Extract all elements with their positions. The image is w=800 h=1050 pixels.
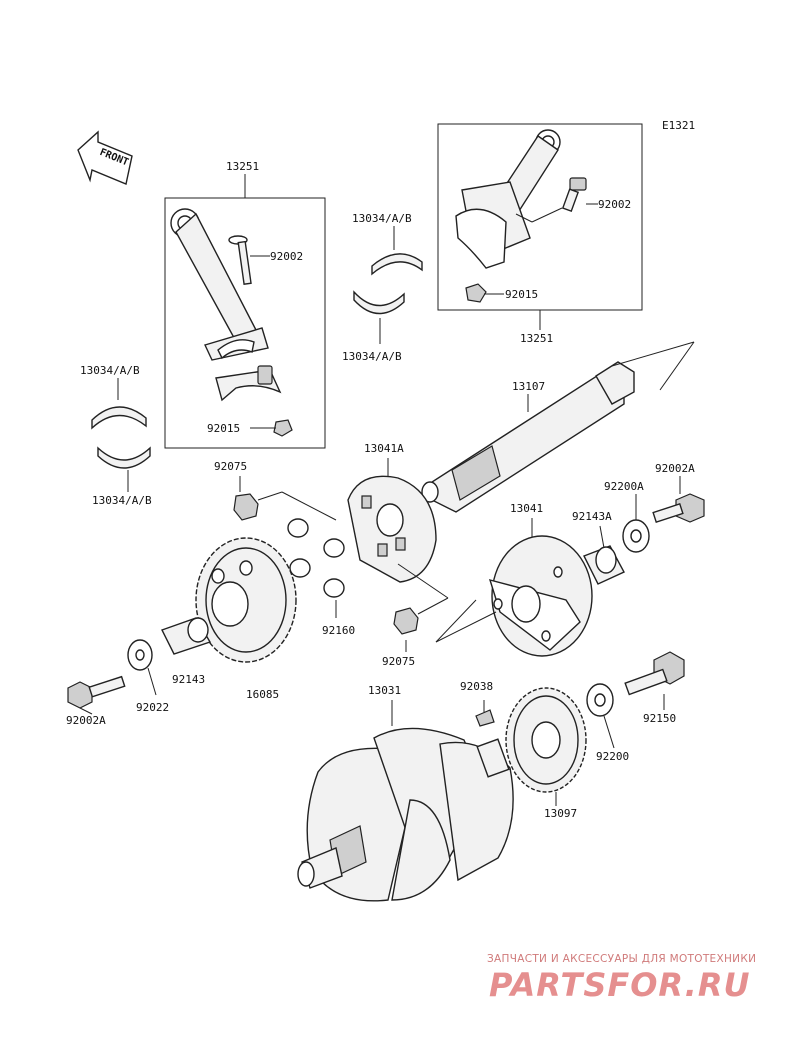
damper-92160 <box>287 518 345 598</box>
balancer-gear-13041 <box>488 535 593 657</box>
label-gear-92075-bottom: 92075 <box>382 655 415 668</box>
label-nut-right: 92015 <box>505 288 538 301</box>
bearing-left-lower <box>97 446 151 469</box>
collar-92143 <box>161 617 212 655</box>
diagram-code: E1321 <box>662 119 695 132</box>
label-bearing-left-lower: 13034/A/B <box>92 494 152 507</box>
label-bolt-92150: 92150 <box>643 712 676 725</box>
bolt-92002a-left <box>67 675 126 709</box>
label-washer-92022: 92022 <box>136 701 169 714</box>
label-bolt-92002a-left: 92002A <box>66 714 106 727</box>
label-conrod-left: 13251 <box>226 160 259 173</box>
washer-92022 <box>127 639 153 671</box>
label-collar-92143a: 92143A <box>572 510 612 523</box>
label-balancer-gear-a: 13041A <box>364 442 404 455</box>
bearing-top-upper <box>371 253 423 276</box>
label-key-92038: 92038 <box>460 680 493 693</box>
label-crankshaft: 13031 <box>368 684 401 697</box>
label-washer-92200a: 92200A <box>604 480 644 493</box>
bolt-left <box>228 235 252 285</box>
connecting-rod-left <box>170 208 269 361</box>
label-bearing-top-lower: 13034/A/B <box>342 350 402 363</box>
label-collar-92143: 92143 <box>172 673 205 686</box>
front-arrow-icon: FRONT <box>77 130 133 185</box>
washer-92200a <box>622 519 650 553</box>
label-gear-92075-top: 92075 <box>214 460 247 473</box>
label-nut-left: 92015 <box>207 422 240 435</box>
label-washer-92200: 92200 <box>596 750 629 763</box>
connecting-rod-right <box>455 129 561 269</box>
label-balancer-gear: 13041 <box>510 502 543 515</box>
key-92038 <box>475 709 495 727</box>
watermark-brand: PARTSFOR.RU <box>489 966 750 1004</box>
label-bearing-top-upper: 13034/A/B <box>352 212 412 225</box>
label-bolt-right: 92002 <box>598 198 631 211</box>
gear-92075-top <box>233 493 259 521</box>
crankshaft <box>297 727 514 902</box>
label-gear-16085: 16085 <box>246 688 279 701</box>
washer-92200 <box>586 683 614 717</box>
bolt-92002a-right <box>652 493 705 523</box>
collar-92143a <box>583 545 625 585</box>
label-bolt-left: 92002 <box>270 250 303 263</box>
balancer-shaft <box>421 361 635 513</box>
label-damper-92160: 92160 <box>322 624 355 637</box>
label-bearing-left-upper: 13034/A/B <box>80 364 140 377</box>
bolt-92150 <box>624 651 685 696</box>
gear-13097 <box>505 687 587 793</box>
label-gear-13097: 13097 <box>544 807 577 820</box>
gear-92075-bottom <box>393 607 419 635</box>
watermark: ЗАПЧАСТИ И АКСЕССУАРЫ ДЛЯ МОТОТЕХНИКИ PA… <box>487 953 756 1004</box>
gear-16085 <box>195 537 297 663</box>
label-conrod-right: 13251 <box>520 332 553 345</box>
bolt-right <box>561 177 587 213</box>
nut-right <box>465 283 487 303</box>
bearing-left-upper <box>91 406 147 430</box>
balancer-gear-a <box>347 475 437 583</box>
watermark-tagline: ЗАПЧАСТИ И АКСЕССУАРЫ ДЛЯ МОТОТЕХНИКИ <box>487 953 756 965</box>
rod-cap-left <box>215 365 282 402</box>
label-bolt-92002a-right: 92002A <box>655 462 695 475</box>
bearing-top-lower <box>353 290 405 315</box>
nut-left <box>273 419 293 437</box>
label-shaft: 13107 <box>512 380 545 393</box>
